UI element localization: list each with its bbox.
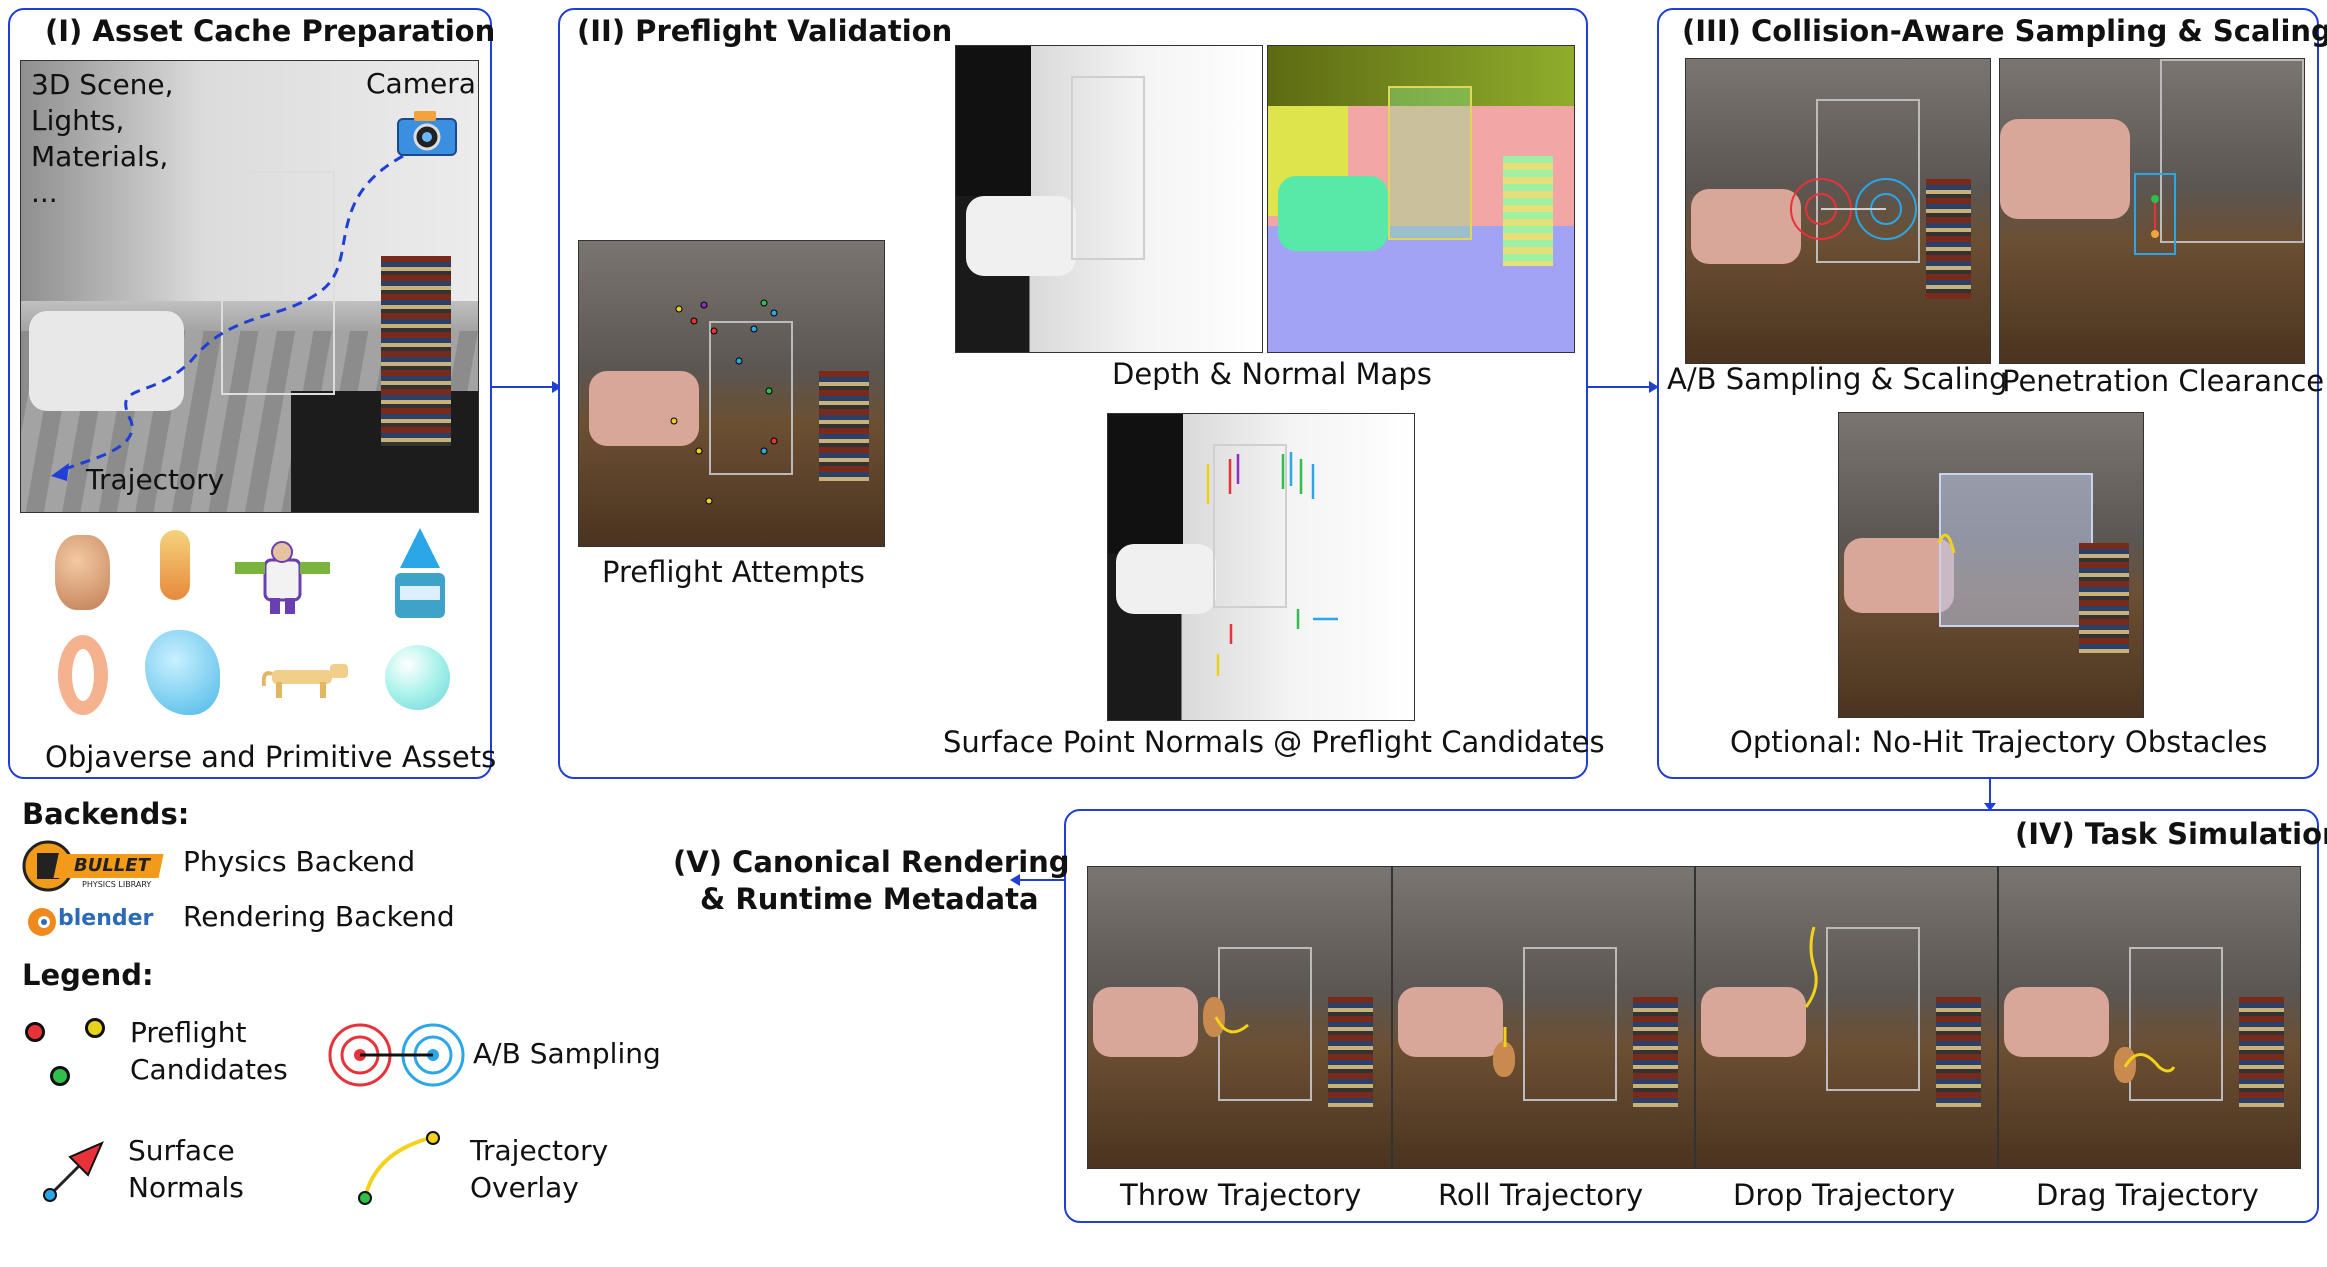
surface-normals-render xyxy=(1107,413,1415,721)
drop-frame xyxy=(1695,866,1998,1169)
depth-map xyxy=(955,45,1263,353)
penetration-box xyxy=(2134,173,2176,255)
rendering-backend-label: Rendering Backend xyxy=(183,900,455,933)
panel-1-title: (I) Asset Cache Preparation xyxy=(45,14,496,48)
preflight-attempts-render xyxy=(578,240,885,547)
panel-1-caption: Objaverse and Primitive Assets xyxy=(45,740,497,774)
panel-2-title: (II) Preflight Validation xyxy=(577,14,953,48)
no-hit-trajectory-line xyxy=(1937,533,1956,554)
preflight-attempts-caption: Preflight Attempts xyxy=(602,555,865,589)
physics-backend-label: Physics Backend xyxy=(183,845,416,878)
asset-blob-icon xyxy=(145,630,220,715)
penetration-caption: Penetration Clearance xyxy=(2002,364,2325,398)
no-hit-obstacles-render xyxy=(1838,412,2144,718)
panel-5-title-line2: & Runtime Metadata xyxy=(700,882,1039,916)
ab-sampling-caption: A/B Sampling & Scaling xyxy=(1667,362,2008,396)
legend-trajectory-label: Trajectory Overlay xyxy=(470,1134,609,1204)
camera-icon xyxy=(396,109,458,161)
arrow-3-to-4 xyxy=(1984,779,1996,811)
drop-caption: Drop Trajectory xyxy=(1733,1178,1956,1212)
surface-normal-arrow-icon xyxy=(40,1135,110,1209)
panel-3-title: (III) Collision-Aware Sampling & Scaling xyxy=(1682,14,2327,48)
panel-4-title: (IV) Task Simulation xyxy=(2015,817,2327,851)
bullet-logo: BULLET PHYSICS LIBRARY xyxy=(22,838,172,894)
asset-popsicle-icon xyxy=(160,530,190,600)
arrow-4-to-5 xyxy=(1010,874,1066,886)
scene-label: 3D Scene, Lights, Materials, ... xyxy=(31,68,174,209)
throw-frame xyxy=(1087,866,1392,1169)
blender-logo-text: blender xyxy=(58,906,154,931)
legend-ab-label: A/B Sampling xyxy=(473,1037,661,1070)
preflight-candidate-dots xyxy=(670,299,778,505)
normal-map xyxy=(1267,45,1575,353)
camera-trajectory-path xyxy=(51,154,404,481)
preflight-candidates-icon xyxy=(25,1018,115,1093)
asset-animal-icon xyxy=(261,660,362,700)
asset-toy-figure-icon xyxy=(235,540,330,615)
ab-sampling-circles xyxy=(1790,178,1917,240)
legend-normals-label: Surface Normals xyxy=(128,1134,244,1204)
backends-heading: Backends: xyxy=(22,797,190,831)
trajectory-overlay-icon xyxy=(355,1128,445,1212)
asset-teddy-icon xyxy=(55,535,110,610)
optional-obstacles-caption: Optional: No-Hit Trajectory Obstacles xyxy=(1730,725,2268,759)
ab-sampling-icon xyxy=(325,1020,470,1094)
trajectory-label: Trajectory xyxy=(86,463,225,496)
asset-donut-icon xyxy=(58,635,108,715)
penetration-clearance-render xyxy=(1999,58,2305,364)
legend-preflight-label: Preflight Candidates xyxy=(130,1016,288,1086)
scene-render: 3D Scene, Lights, Materials, ... Camera … xyxy=(20,60,479,513)
blender-logo: blender xyxy=(22,900,172,940)
bullet-logo-subtext: PHYSICS LIBRARY xyxy=(82,880,152,889)
roll-caption: Roll Trajectory xyxy=(1438,1178,1644,1212)
throw-caption: Throw Trajectory xyxy=(1120,1178,1362,1212)
arrow-1-to-2 xyxy=(490,381,562,393)
drag-frame xyxy=(1998,866,2301,1169)
roll-frame xyxy=(1392,866,1695,1169)
surface-normal-arrows xyxy=(1206,452,1338,676)
arrow-2-to-3 xyxy=(1587,381,1659,393)
legend-heading: Legend: xyxy=(22,958,154,992)
asset-fish-box-icon xyxy=(390,528,450,623)
depth-normal-caption: Depth & Normal Maps xyxy=(1112,357,1432,391)
panel-5-title-line1: (V) Canonical Rendering xyxy=(673,845,1070,879)
surface-normals-caption: Surface Point Normals @ Preflight Candid… xyxy=(943,725,1605,759)
asset-sphere-icon xyxy=(385,645,450,710)
camera-label: Camera xyxy=(366,67,476,100)
ab-sampling-render xyxy=(1685,58,1991,364)
drag-caption: Drag Trajectory xyxy=(2036,1178,2259,1212)
bullet-logo-text: BULLET xyxy=(74,855,150,876)
